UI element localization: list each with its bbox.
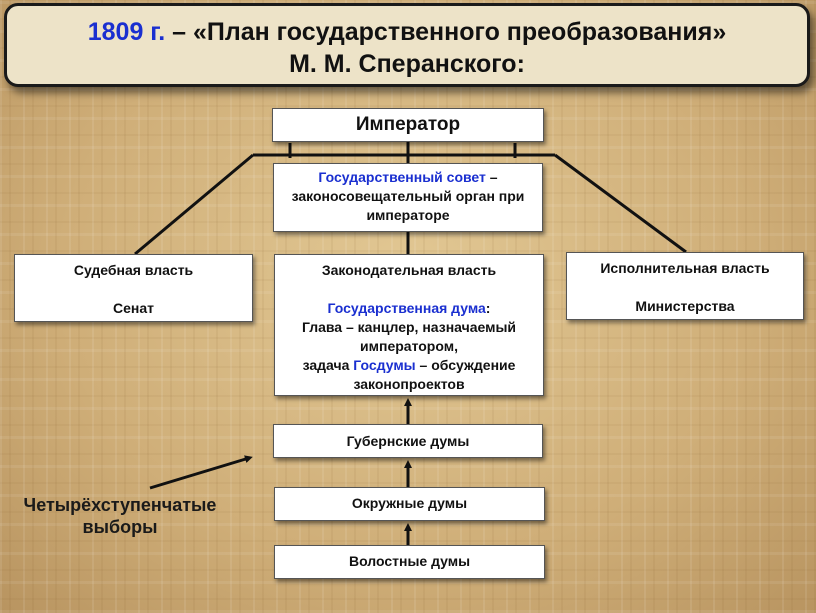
duma-head: Глава – канцлер, назначаемый императором… [301, 319, 517, 354]
four-stage-elections-label: Четырёхступенчатые выборы [23, 495, 217, 537]
state-council-box: Государственный совет – законосовещатель… [273, 163, 543, 232]
gubernia-dumas-box: Губернские думы [273, 424, 543, 458]
state-council-description: законосовещательный орган при императоре [291, 188, 525, 223]
duma-name: Государственная дума [327, 300, 486, 316]
judicial-title: Судебная власть [73, 262, 194, 278]
diagram-title: 1809 г. – «План государственного преобра… [4, 3, 810, 87]
emperor-label: Император [355, 114, 461, 135]
executive-body: Министерства [635, 298, 735, 314]
legislative-title: Законодательная власть [321, 262, 497, 278]
legislative-box: Законодательная власть Государственная д… [274, 254, 544, 396]
arrow-side-label [149, 455, 253, 490]
duma-colon: : [485, 300, 491, 316]
judicial-box: Судебная власть Сенат [14, 254, 253, 322]
title-line-1-rest: – «План государственного преобразования» [165, 18, 727, 46]
state-council-name: Государственный совет [318, 169, 486, 185]
title-line-1: 1809 г. – «План государственного преобра… [7, 16, 807, 48]
executive-box: Исполнительная власть Министерства [566, 252, 804, 320]
connector-to-executive [554, 153, 687, 254]
okrug-dumas-label: Окружные думы [351, 495, 468, 511]
volost-dumas-label: Волостные думы [348, 553, 471, 569]
duma-line: Государственная дума: [275, 299, 543, 318]
title-year: 1809 г. [87, 18, 166, 46]
duma-task-rest: – обсуждение законопроектов [353, 357, 516, 392]
okrug-dumas-box: Окружные думы [274, 487, 545, 521]
state-council-dash: – [485, 169, 498, 185]
duma-task-name: Госдумы [353, 357, 416, 373]
duma-task: задача Госдумы – обсуждение законопроект… [275, 356, 543, 394]
connector-to-judicial [134, 153, 254, 256]
gubernia-dumas-label: Губернские думы [346, 433, 470, 449]
emperor-box: Император [272, 108, 544, 142]
judicial-body: Сенат [113, 300, 154, 316]
executive-title: Исполнительная власть [600, 260, 770, 276]
title-line-2: М. М. Сперанского: [289, 50, 525, 78]
volost-dumas-box: Волостные думы [274, 545, 545, 579]
duma-task-prefix: задача [302, 357, 354, 373]
